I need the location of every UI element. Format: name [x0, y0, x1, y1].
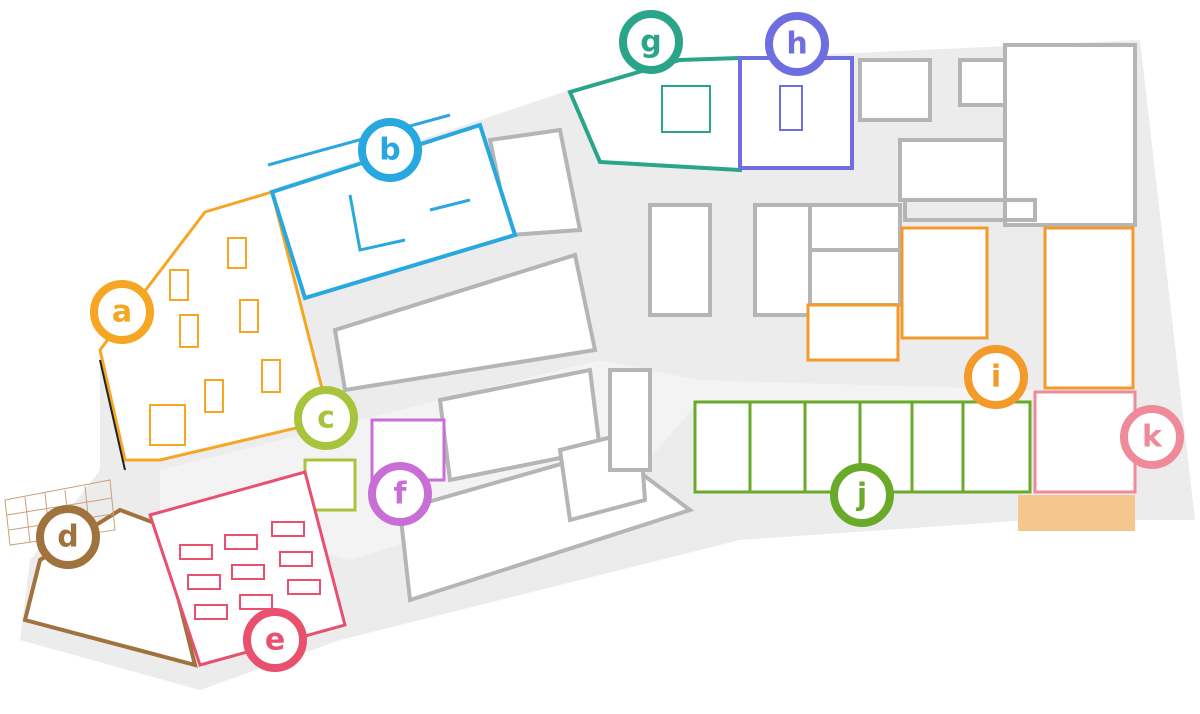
zone-marker-ring	[830, 463, 894, 527]
zone-g-area	[567, 55, 742, 173]
zone-marker-k[interactable]: k	[1120, 405, 1184, 469]
zone-marker-d[interactable]: d	[36, 505, 100, 569]
zone-marker-b[interactable]: b	[358, 118, 422, 182]
zone-marker-ring	[36, 505, 100, 569]
zone-marker-e[interactable]: e	[243, 608, 307, 672]
zone-a-tables	[149, 237, 281, 446]
zone-marker-ring	[294, 386, 358, 450]
zone-marker-ring	[1120, 405, 1184, 469]
zone-c-area	[303, 458, 357, 512]
zone-marker-letter: b	[379, 133, 400, 168]
zone-marker-h[interactable]: h	[765, 12, 829, 76]
zone-marker-f[interactable]: f	[368, 462, 432, 526]
zone-marker-letter: a	[112, 295, 132, 330]
zone-i-rooms	[806, 226, 1135, 390]
zone-e-desks	[179, 521, 321, 620]
zone-marker-ring	[243, 608, 307, 672]
zone-marker-letter: d	[57, 520, 78, 555]
zone-marker-letter: k	[1142, 420, 1163, 455]
zone-marker-a[interactable]: a	[90, 280, 154, 344]
zone-marker-c[interactable]: c	[294, 386, 358, 450]
zone-marker-ring	[964, 345, 1028, 409]
zone-marker-letter: g	[640, 25, 661, 60]
zone-marker-letter: e	[265, 623, 285, 658]
zone-marker-j[interactable]: j	[830, 463, 894, 527]
zone-k-area	[1033, 390, 1137, 494]
zone-marker-letter: c	[317, 401, 335, 436]
zone-marker-ring	[619, 10, 683, 74]
zone-marker-letter: f	[393, 477, 407, 512]
terrace-k	[1018, 495, 1135, 531]
zone-marker-ring	[368, 462, 432, 526]
zone-marker-ring	[90, 280, 154, 344]
zone-marker-g[interactable]: g	[619, 10, 683, 74]
zone-marker-letter: h	[786, 27, 807, 62]
zone-marker-ring	[765, 12, 829, 76]
zone-marker-ring	[358, 118, 422, 182]
zone-marker-letter: i	[991, 360, 1001, 395]
zone-marker-i[interactable]: i	[964, 345, 1028, 409]
grey-rooms	[332, 43, 1137, 603]
zone-marker-letter: j	[856, 478, 867, 513]
